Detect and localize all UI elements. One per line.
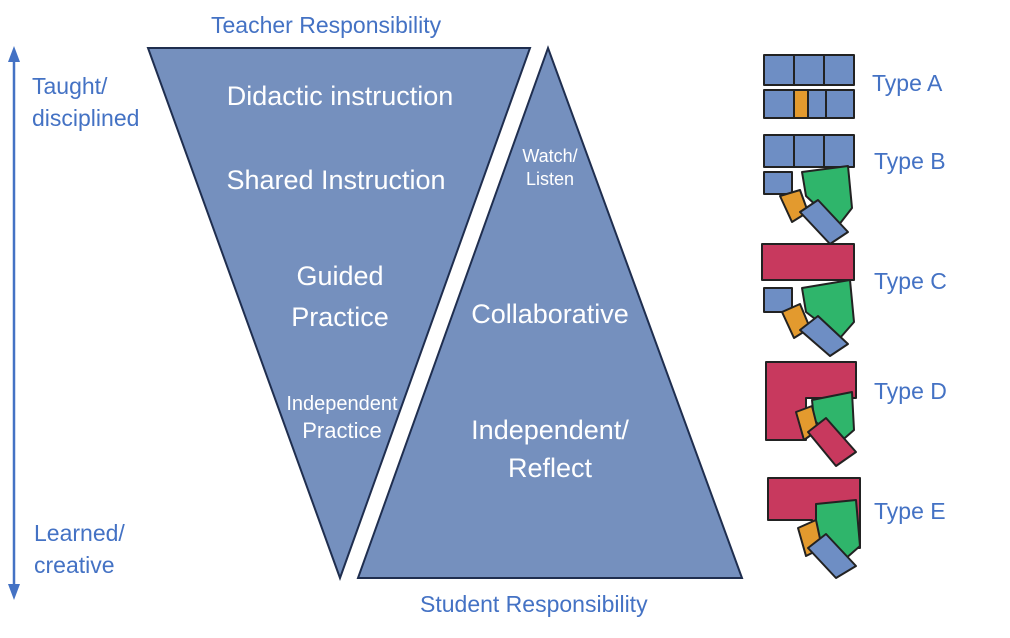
vertical-double-arrow (8, 46, 20, 600)
axis-bottom-label-line1: Learned/ (34, 520, 125, 546)
watch-listen-line2: Listen (525, 169, 575, 190)
independent-reflect-line1: Independent/ (471, 415, 629, 445)
guided-practice-label: Guided Practice (260, 256, 420, 337)
independent-practice-line1: Independent (286, 393, 398, 415)
independent-reflect-line2: Reflect (507, 452, 593, 483)
type-b-label: Type B (874, 148, 946, 174)
axis-top-label-line1: Taught/ (32, 73, 108, 99)
type-e-puzzle-icon (767, 477, 861, 579)
type-a-label: Type A (872, 70, 943, 96)
axis-top-label: Taught/ disciplined (32, 70, 139, 134)
student-responsibility-triangle (356, 45, 744, 579)
type-c-puzzle-icon (761, 243, 855, 357)
axis-bottom-label-line2: creative (34, 552, 115, 579)
type-a-puzzle-icon (763, 54, 855, 119)
didactic-instruction-label: Didactic instruction (226, 81, 454, 111)
guided-practice-line2: Practice (291, 301, 389, 332)
type-b-puzzle-icon (763, 134, 855, 245)
teacher-responsibility-label: Teacher Responsibility (211, 12, 442, 38)
collaborative-label: Collaborative (471, 299, 629, 329)
type-d-puzzle-icon (765, 361, 857, 467)
axis-top-label-line2: disciplined (32, 105, 140, 132)
type-c-label: Type C (874, 268, 947, 294)
guided-practice-line1: Guided (296, 261, 384, 291)
axis-bottom-label: Learned/ creative (34, 517, 125, 581)
shared-instruction-label: Shared Instruction (226, 165, 446, 195)
student-responsibility-label: Student Responsibility (420, 591, 648, 617)
type-e-label: Type E (874, 498, 946, 524)
independent-reflect-label: Independent/ Reflect (440, 412, 660, 488)
teacher-responsibility-triangle (146, 47, 532, 581)
watch-listen-label: Watch/ Listen (505, 145, 595, 192)
independent-practice-label: Independent Practice (262, 391, 422, 446)
watch-listen-line1: Watch/ (522, 146, 578, 166)
type-d-label: Type D (874, 378, 947, 404)
independent-practice-line2: Practice (302, 418, 382, 443)
